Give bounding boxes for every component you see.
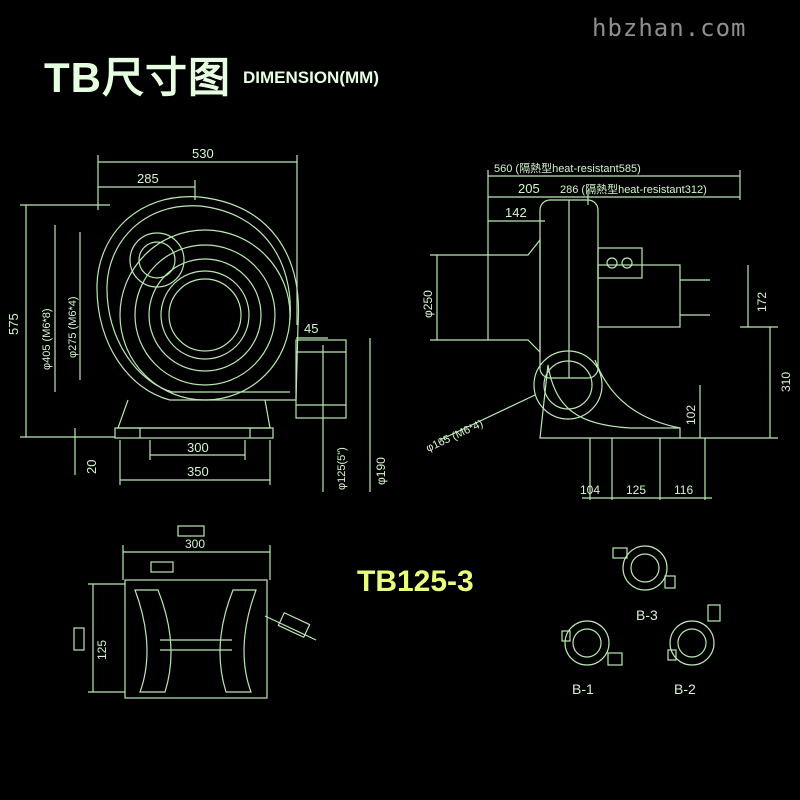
side-stand bbox=[539, 364, 681, 439]
dim-front-530: 530 bbox=[192, 146, 214, 161]
dim-side-286: 286 (隔熱型heat-resistant312) bbox=[560, 182, 707, 196]
page-title: TB尺寸图 bbox=[44, 54, 231, 101]
dim-side-116: 116 bbox=[674, 483, 693, 497]
dim-front-20: 20 bbox=[84, 460, 99, 474]
orientation-b2 bbox=[667, 604, 721, 666]
dim-side-165: φ165 (M6*4) bbox=[424, 418, 485, 455]
dim-front-350: 350 bbox=[187, 464, 209, 479]
terminal-box bbox=[597, 247, 643, 279]
front-housing-ring bbox=[119, 229, 291, 401]
front-outlet bbox=[295, 339, 347, 419]
orientation-b1 bbox=[561, 620, 623, 666]
front-base bbox=[117, 399, 271, 429]
dim-side-142: 142 bbox=[505, 205, 527, 220]
dim-side-250: φ250 bbox=[421, 290, 435, 318]
orientation-label-b2: B-2 bbox=[674, 681, 696, 697]
base-view bbox=[73, 525, 317, 699]
dim-front-125: φ125(5") bbox=[336, 447, 348, 490]
dim-front-285: 285 bbox=[137, 171, 159, 186]
dim-front-405: φ405 (M6*8) bbox=[41, 308, 53, 370]
side-view bbox=[430, 170, 778, 500]
side-outlet bbox=[533, 350, 603, 420]
motor-body bbox=[597, 264, 681, 328]
dim-side-102: 102 bbox=[684, 405, 698, 425]
dim-side-172: 172 bbox=[755, 292, 769, 312]
dim-front-45: 45 bbox=[304, 321, 318, 336]
dim-side-125: 125 bbox=[626, 483, 646, 497]
dim-base-125: 125 bbox=[95, 640, 109, 660]
orientation-label-b1: B-1 bbox=[572, 681, 594, 697]
dim-base-300: 300 bbox=[185, 537, 205, 551]
dim-side-205: 205 bbox=[518, 181, 540, 196]
watermark: hbzhan.com bbox=[592, 14, 747, 42]
volute-casing bbox=[96, 196, 300, 401]
dim-front-300: 300 bbox=[187, 440, 209, 455]
dim-front-190: φ190 bbox=[374, 457, 388, 485]
dim-front-575: 575 bbox=[6, 313, 21, 335]
dim-side-560: 560 (隔熱型heat-resistant585) bbox=[494, 161, 641, 175]
dim-front-275: φ275 (M6*4) bbox=[67, 296, 79, 358]
dim-side-310: 310 bbox=[779, 372, 793, 392]
base-outline bbox=[124, 579, 268, 699]
page-subtitle: DIMENSION(MM) bbox=[243, 68, 379, 87]
cable-gland bbox=[129, 232, 185, 288]
model-label: TB125-3 bbox=[357, 565, 474, 598]
front-inlet bbox=[160, 270, 250, 360]
side-inlet-duct bbox=[487, 238, 541, 354]
front-view bbox=[20, 155, 371, 492]
orientation-label-b3: B-3 bbox=[636, 607, 658, 623]
dim-side-104: 104 bbox=[580, 483, 600, 497]
orientation-b3 bbox=[612, 545, 676, 591]
